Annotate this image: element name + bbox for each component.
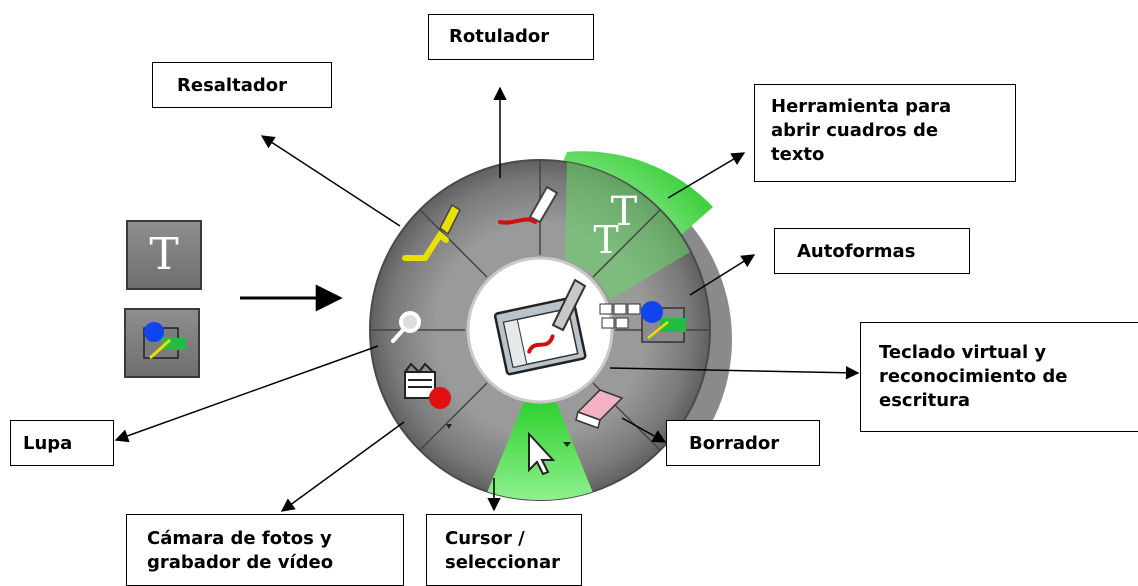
text-T-icon: T bbox=[149, 229, 179, 280]
arrow-teclado bbox=[609, 366, 860, 380]
label-autoformas: Autoformas bbox=[774, 228, 970, 274]
highlighter-icon bbox=[402, 203, 461, 261]
label-texto: Herramienta para abrir cuadros de texto bbox=[754, 84, 1016, 182]
shapes-icon bbox=[641, 301, 686, 343]
pen-tablet-icon bbox=[493, 278, 587, 376]
shapes-tool-button[interactable] bbox=[124, 308, 200, 378]
label-lupa: Lupa bbox=[10, 420, 114, 466]
marker-icon bbox=[498, 185, 559, 225]
arrow-autoformas bbox=[689, 254, 756, 296]
label-cursor: Cursor / seleccionar bbox=[426, 514, 582, 586]
text-tool-glyph: T bbox=[593, 218, 618, 262]
label-resaltador: Resaltador bbox=[152, 62, 332, 108]
arrow-texto bbox=[667, 152, 746, 199]
keyboard-icon bbox=[599, 303, 641, 329]
camera-record-icon bbox=[404, 362, 452, 429]
magnifier-icon bbox=[391, 311, 421, 343]
pointer-arrows bbox=[114, 86, 860, 512]
label-rotulador: Rotulador bbox=[428, 14, 594, 60]
shapes-icon bbox=[143, 322, 186, 360]
arrow-lupa bbox=[114, 345, 379, 443]
eraser-icon bbox=[575, 389, 624, 429]
label-camara: Cámara de fotos y grabador de vídeo bbox=[126, 514, 404, 586]
text-tool-glyph-large: T bbox=[611, 189, 638, 235]
label-borrador: Borrador bbox=[666, 420, 820, 466]
text-tool-button[interactable]: T bbox=[126, 220, 202, 290]
arrow-borrador bbox=[621, 417, 667, 443]
cursor-arrow-icon bbox=[528, 431, 571, 476]
text-segment-highlight bbox=[565, 162, 690, 300]
arrow-resaltador bbox=[260, 135, 401, 227]
label-teclado: Teclado virtual y reconocimiento de escr… bbox=[860, 322, 1138, 432]
arrow-camara bbox=[280, 421, 405, 512]
